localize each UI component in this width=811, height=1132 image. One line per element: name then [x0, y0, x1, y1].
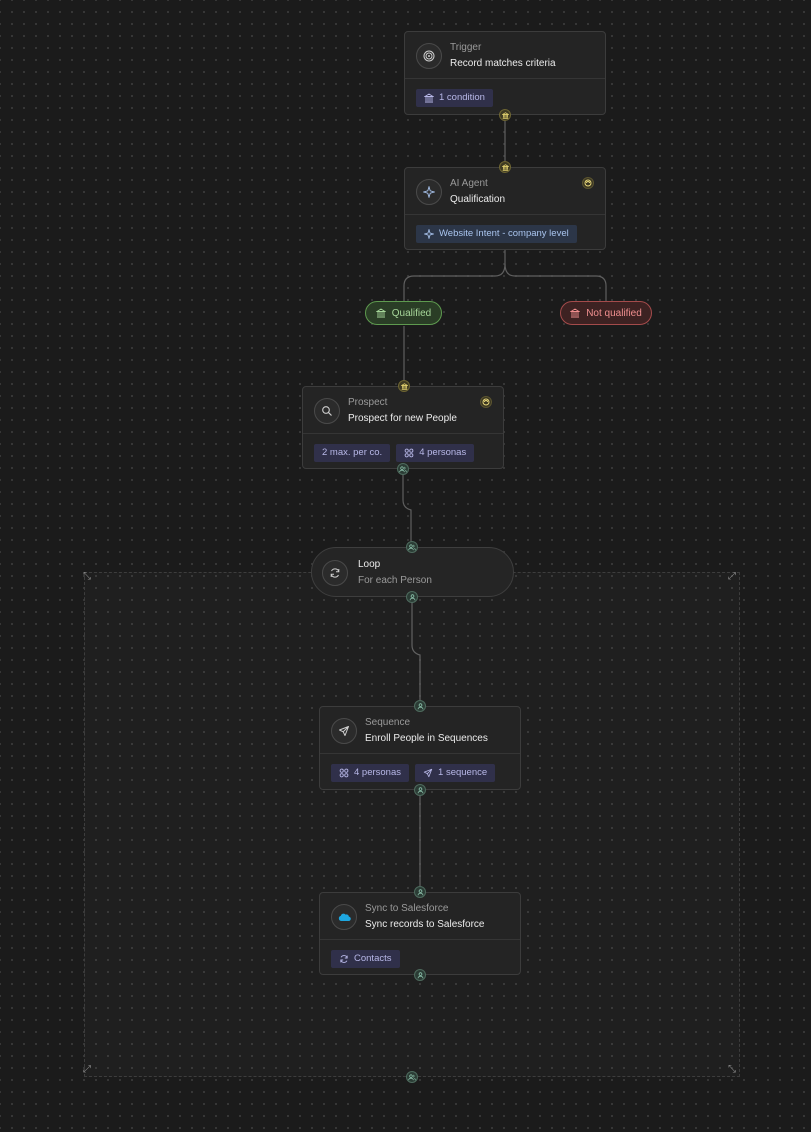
salesforce-node[interactable]: Sync to Salesforce Sync records to Sales…: [319, 892, 521, 975]
chip-label: 1 sequence: [438, 767, 488, 778]
chip-label: 2 max. per co.: [322, 447, 383, 458]
port-user-icon[interactable]: [414, 886, 426, 898]
resize-handle-bottom-right[interactable]: ⤡: [728, 1064, 736, 1075]
node-title: Prospect for new People: [348, 413, 457, 424]
contacts-chip[interactable]: Contacts: [331, 949, 400, 968]
port-users-icon[interactable]: [406, 1071, 418, 1083]
send-icon: [331, 718, 357, 744]
port-user-icon[interactable]: [414, 700, 426, 712]
ai-agent-node[interactable]: AI Agent Qualification Website Intent - …: [404, 167, 606, 250]
personas-chip[interactable]: 4 personas: [396, 443, 475, 462]
send-icon: [423, 768, 433, 777]
prospect-node[interactable]: Prospect Prospect for new People 2 max. …: [302, 386, 504, 469]
chip-label: 4 personas: [419, 447, 467, 458]
loop-container[interactable]: ⤡ ⤢ ⤢ ⤡: [83, 571, 740, 1077]
port-user-icon[interactable]: [406, 591, 418, 603]
salesforce-cloud-icon: [331, 904, 357, 930]
bank-icon: [570, 308, 581, 318]
credit-coin-icon: [582, 177, 594, 189]
node-title: Qualification: [450, 194, 506, 205]
intent-chip[interactable]: Website Intent - company level: [416, 224, 577, 243]
target-icon: [416, 43, 442, 69]
wire-agent-notqualified: [504, 263, 607, 301]
node-title: For each Person: [358, 575, 432, 586]
node-kind-label: Sync to Salesforce: [365, 903, 449, 914]
node-kind-label: Loop: [358, 559, 381, 570]
port-bank-icon[interactable]: [499, 161, 511, 173]
bank-icon: [375, 308, 386, 318]
chip-label: Website Intent - company level: [439, 228, 569, 239]
port-user-icon[interactable]: [414, 784, 426, 796]
refresh-icon: [340, 954, 348, 963]
node-kind-label: Trigger: [450, 42, 482, 53]
port-users-icon[interactable]: [397, 463, 409, 475]
node-title: Sync records to Salesforce: [365, 919, 485, 930]
chip-label: Contacts: [354, 953, 392, 964]
trigger-node[interactable]: Trigger Record matches criteria 1 condit…: [404, 31, 606, 115]
sparkle-icon: [416, 179, 442, 205]
branch-label: Not qualified: [586, 307, 642, 319]
branch-label: Qualified: [391, 307, 432, 319]
node-kind-label: Sequence: [365, 717, 411, 728]
bank-icon: [424, 92, 434, 102]
chip-label: 4 personas: [354, 767, 402, 778]
sequence-count-chip[interactable]: 1 sequence: [415, 763, 496, 782]
refresh-icon: [322, 560, 348, 586]
port-bank-icon[interactable]: [398, 380, 410, 392]
credit-coin-icon: [480, 396, 492, 408]
grid-icon: [404, 448, 414, 457]
grid-icon: [339, 768, 349, 777]
loop-node[interactable]: Loop For each Person: [311, 547, 514, 597]
port-bank-icon[interactable]: [499, 109, 511, 121]
port-user-icon[interactable]: [414, 969, 426, 981]
condition-chip[interactable]: 1 condition: [416, 88, 493, 107]
search-icon: [314, 398, 340, 424]
sequence-node[interactable]: Sequence Enroll People in Sequences 4 pe…: [319, 706, 521, 790]
chip-label: 1 condition: [439, 92, 485, 103]
sparkle-icon: [424, 228, 434, 239]
resize-handle-bottom-left[interactable]: ⤢: [83, 1064, 91, 1075]
wire-agent-split: [403, 250, 506, 301]
resize-handle-top-right[interactable]: ⤢: [728, 571, 736, 582]
node-kind-label: AI Agent: [450, 178, 488, 189]
resize-handle-top-left[interactable]: ⤡: [83, 571, 91, 582]
node-title: Enroll People in Sequences: [365, 733, 488, 744]
port-users-icon[interactable]: [406, 541, 418, 553]
wire-prospect-loop: [402, 469, 412, 547]
qualified-branch[interactable]: Qualified: [365, 301, 442, 325]
node-kind-label: Prospect: [348, 397, 388, 408]
max-per-company-chip[interactable]: 2 max. per co.: [314, 443, 391, 462]
node-title: Record matches criteria: [450, 58, 556, 69]
not-qualified-branch[interactable]: Not qualified: [560, 301, 652, 325]
personas-chip[interactable]: 4 personas: [331, 763, 410, 782]
